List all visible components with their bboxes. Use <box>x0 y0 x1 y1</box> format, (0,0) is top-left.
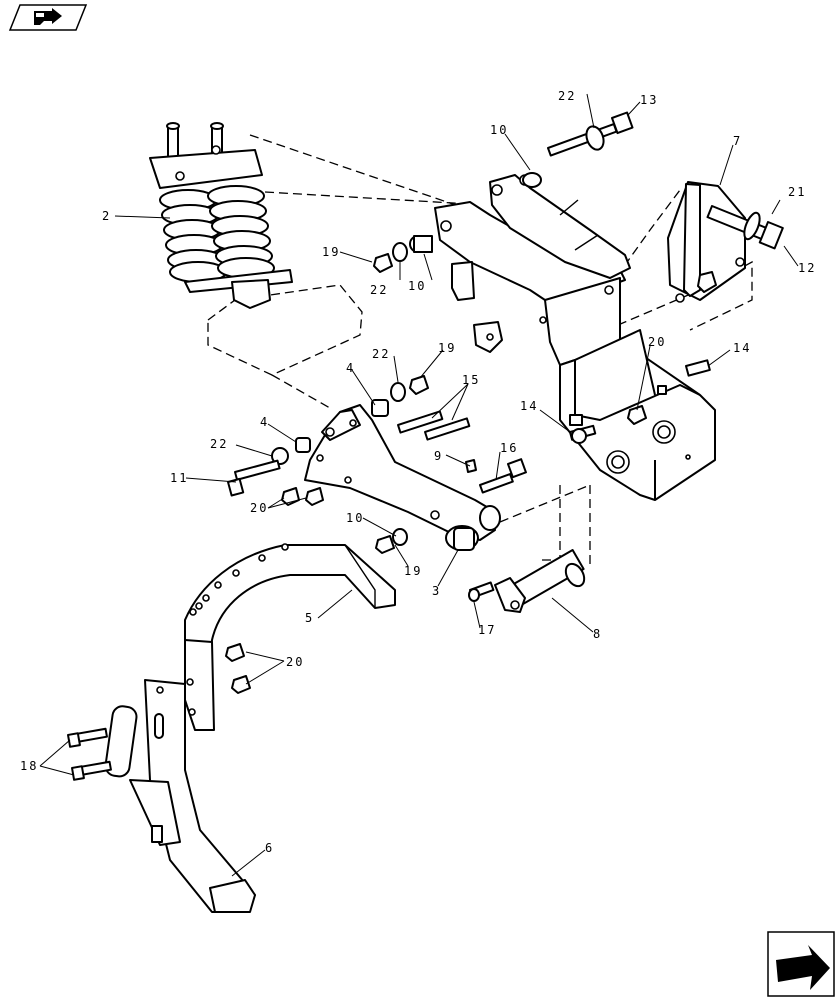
callout-21: 21 <box>788 185 806 199</box>
callout-12: 12 <box>798 261 816 275</box>
callout-10: 10 <box>346 511 364 525</box>
callout-11: 11 <box>170 471 188 485</box>
callout-10: 10 <box>408 279 426 293</box>
main-frame-bracket <box>434 174 716 501</box>
bolt-13-set <box>522 111 634 188</box>
link-arm <box>304 404 501 551</box>
shank-lower-point-6 <box>104 639 256 913</box>
callout-13: 13 <box>640 93 658 107</box>
callout-14: 14 <box>520 399 538 413</box>
callout-19: 19 <box>438 341 456 355</box>
callout-6: 6 <box>265 841 274 855</box>
fastener-group-link <box>227 375 527 554</box>
callout-4: 4 <box>346 361 355 375</box>
callout-19: 19 <box>322 245 340 259</box>
callout-22: 22 <box>372 347 390 361</box>
clip-bracket <box>451 261 503 353</box>
fastener-group-upper <box>373 235 433 273</box>
callout-leader-lines <box>39 93 799 877</box>
callout-10: 10 <box>490 123 508 137</box>
pin-8 <box>468 549 586 613</box>
spring-assembly <box>149 122 293 309</box>
callout-22: 22 <box>558 89 576 103</box>
callout-5: 5 <box>305 611 314 625</box>
callout-20: 20 <box>250 501 268 515</box>
nut-12-right <box>697 271 717 293</box>
callout-20: 20 <box>286 655 304 669</box>
fastener-group-frame <box>569 359 711 444</box>
callout-2: 2 <box>102 209 111 223</box>
callout-17: 17 <box>478 623 496 637</box>
callout-16: 16 <box>500 441 518 455</box>
callout-labels: 2 3 4 4 5 6 7 8 9 10 10 10 11 12 13 14 1… <box>20 89 816 855</box>
callout-8: 8 <box>593 627 602 641</box>
callout-14: 14 <box>733 341 751 355</box>
callout-4: 4 <box>260 415 269 429</box>
callout-3: 3 <box>432 584 441 598</box>
book-open-arrow-icon[interactable] <box>8 4 88 31</box>
callout-22: 22 <box>210 437 228 451</box>
callout-22: 22 <box>370 283 388 297</box>
callout-9: 9 <box>434 449 443 463</box>
callout-20: 20 <box>648 335 666 349</box>
callout-18: 18 <box>20 759 38 773</box>
next-page-arrow-icon[interactable] <box>767 931 835 997</box>
callout-19: 19 <box>404 564 422 578</box>
callout-7: 7 <box>733 134 742 148</box>
shank-5 <box>184 543 396 666</box>
bolt-21 <box>706 204 784 250</box>
callout-15: 15 <box>462 373 480 387</box>
